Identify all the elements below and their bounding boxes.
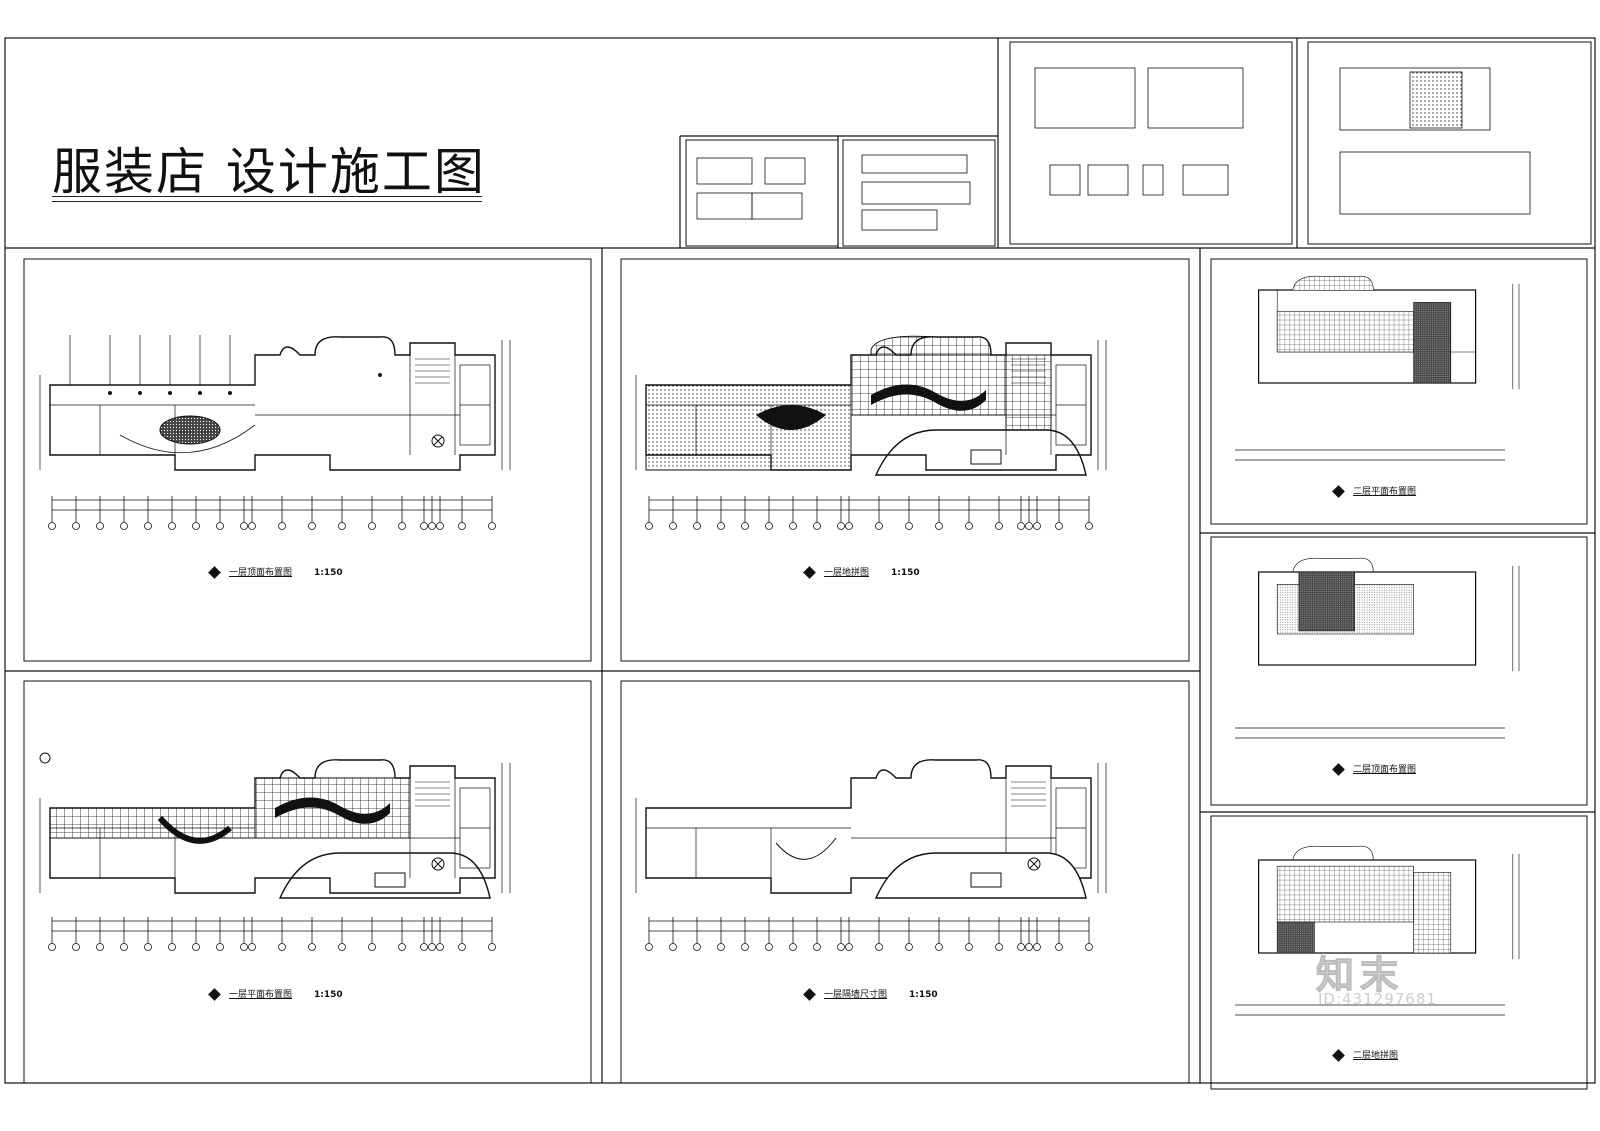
drawing-marker-icon (208, 566, 221, 579)
sheet-title: 服装店 设计施工图 (52, 143, 486, 201)
elevations-b (1034, 67, 1531, 215)
frame-d2 (620, 258, 1190, 662)
title-underline-2 (52, 201, 482, 202)
plan-d2 (635, 335, 1107, 476)
watermark-id: ID:431297681 (1318, 990, 1437, 1008)
drawing-label-d7: 二层地拼图 (1332, 1048, 1398, 1062)
drawing-marker-icon (1332, 485, 1345, 498)
plan-d4 (635, 759, 1107, 899)
plan-d1 (39, 335, 511, 471)
drawing-marker-icon (803, 988, 816, 1001)
plan-d6 (1257, 557, 1520, 672)
drawing-marker-icon (803, 566, 816, 579)
watermark-brand: 知末 (1315, 953, 1405, 998)
frame-d3 (23, 680, 592, 1084)
plan-d5 (1257, 275, 1520, 390)
frame-d1 (23, 258, 592, 662)
plan-d7 (1257, 845, 1520, 960)
drawing-marker-icon (1332, 763, 1345, 776)
frame-d4 (620, 680, 1190, 1084)
drawing-marker-icon (1332, 1049, 1345, 1062)
plan-d3 (39, 752, 511, 899)
drawing-label-d6: 二层顶面布置图 (1332, 762, 1416, 776)
title-underline (52, 196, 482, 197)
drawing-marker-icon (208, 988, 221, 1001)
drawing-label-d5: 二层平面布置图 (1332, 484, 1416, 498)
elevations-a (696, 154, 971, 231)
